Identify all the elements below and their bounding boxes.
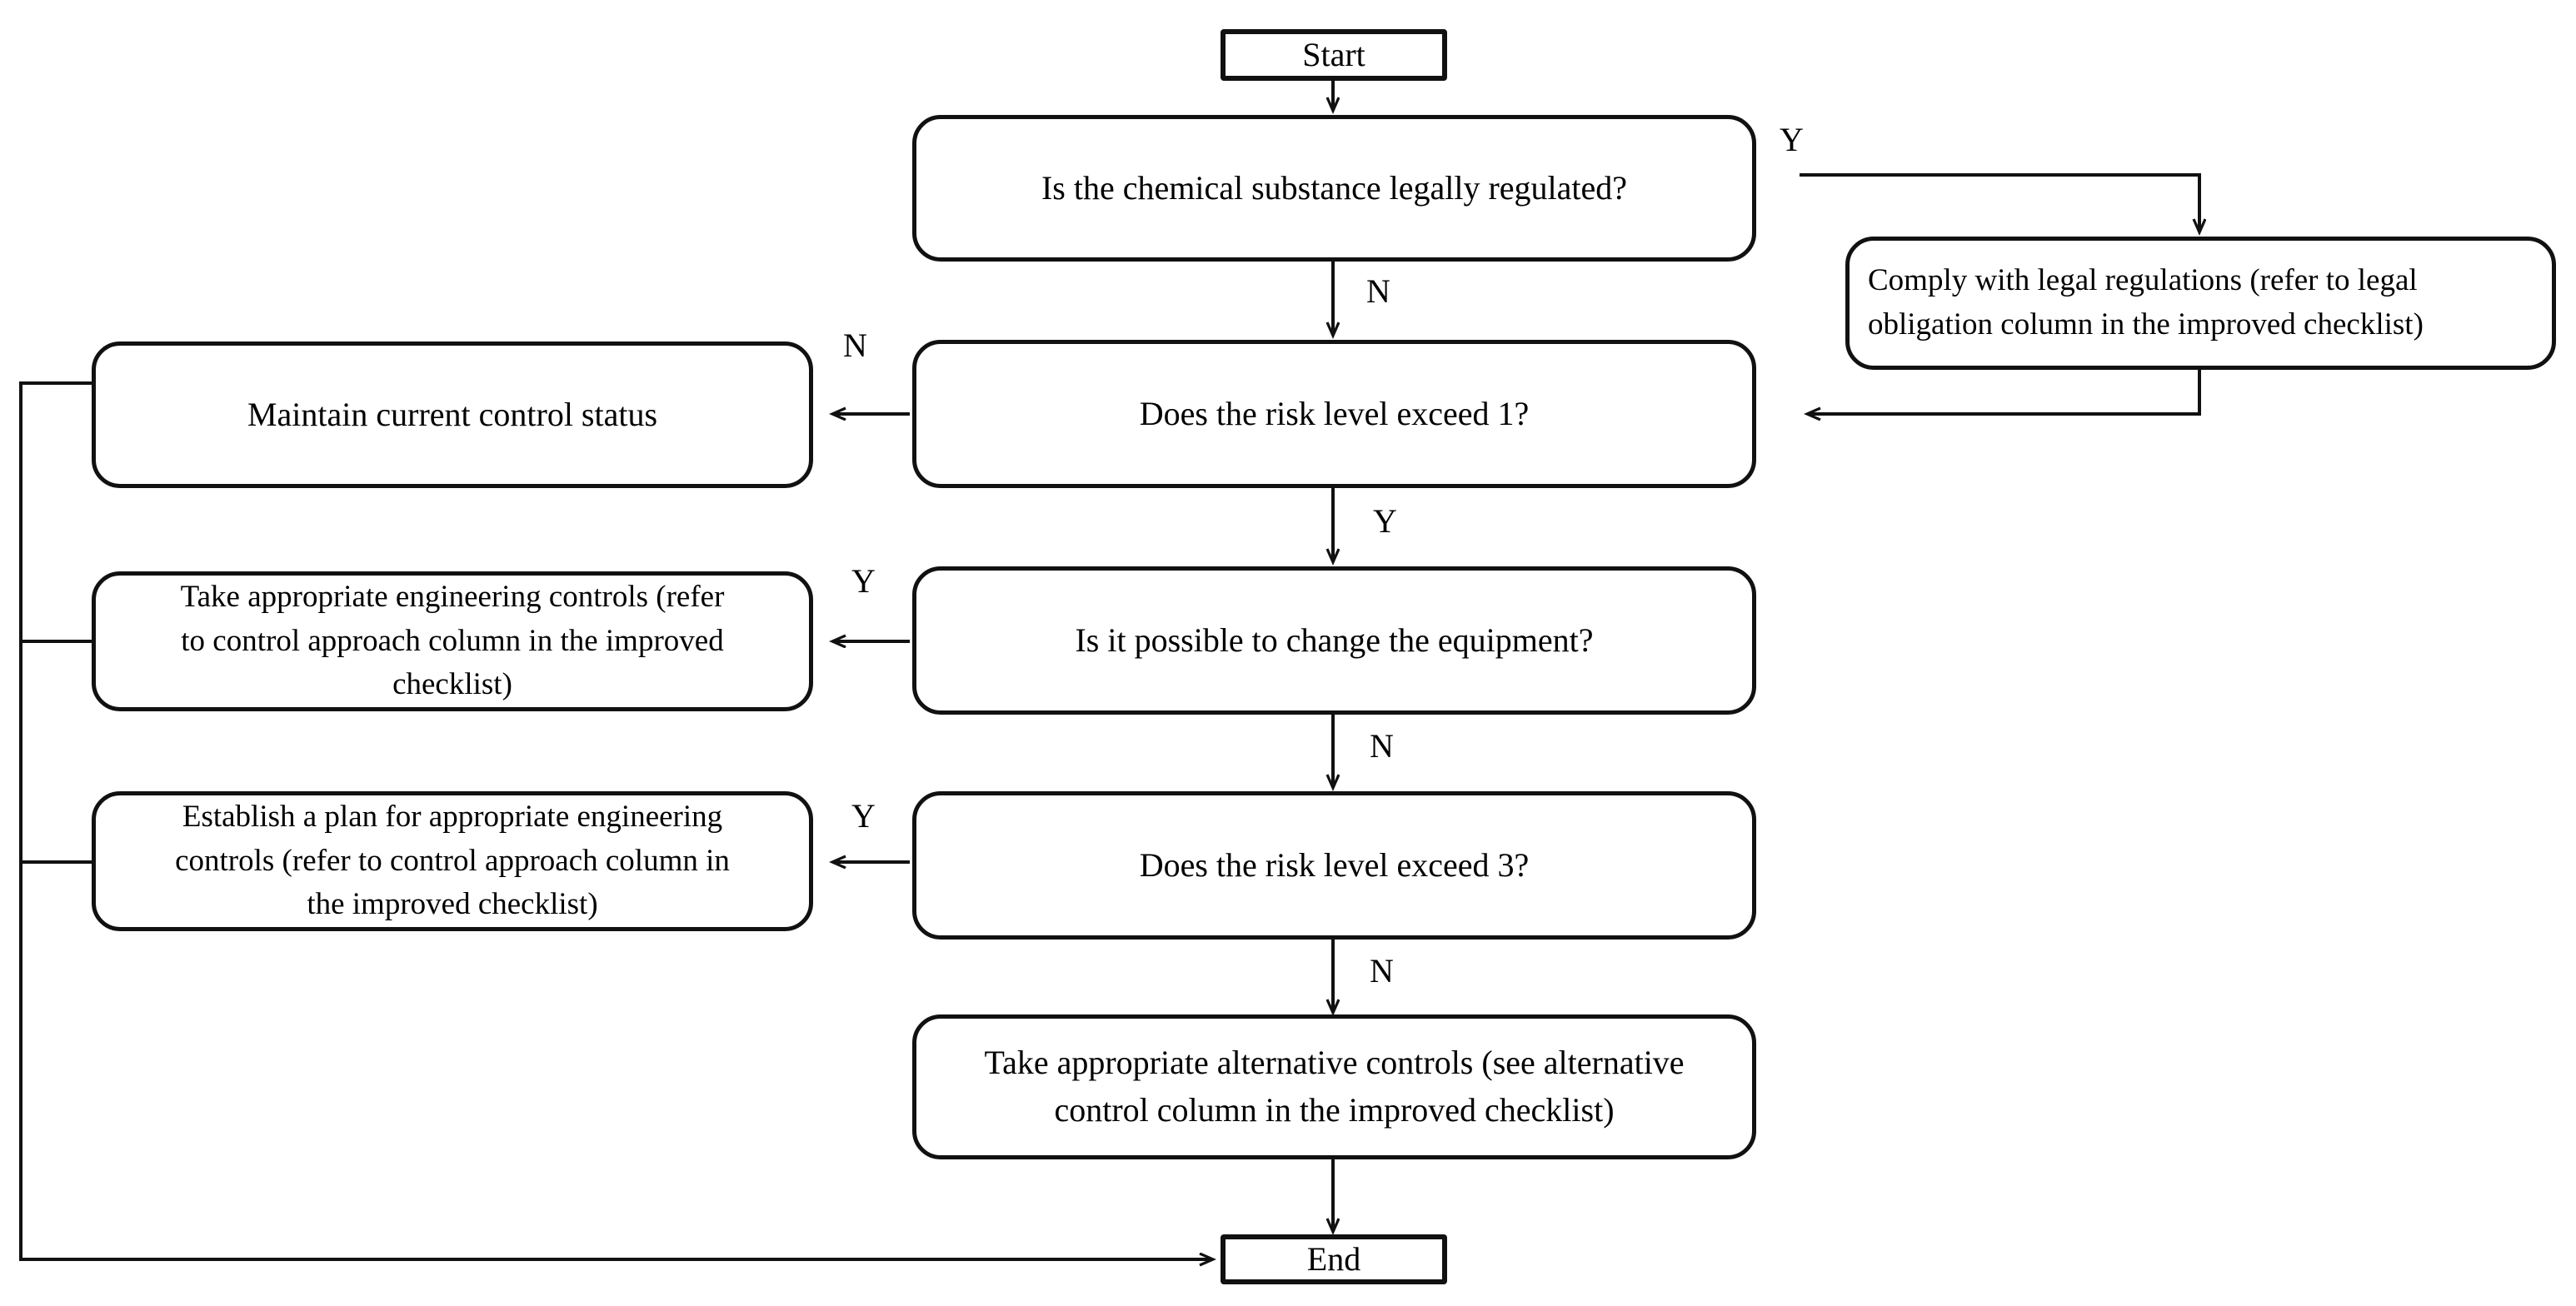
node-maintain-current-control-status-label: Maintain current control status bbox=[247, 395, 658, 433]
node-take-engineering-controls-label: Take appropriate engineering controls (r… bbox=[180, 580, 725, 702]
edge-label-equipment-yes: Y bbox=[851, 562, 876, 600]
node-take-alternative-controls-label: Take appropriate alternative controls (s… bbox=[984, 1044, 1685, 1129]
node-comply-legal-regulations[interactable]: Comply with legal regulations (refer to … bbox=[1845, 237, 2556, 370]
edge-comply-to-risk1 bbox=[1808, 369, 2201, 414]
node-comply-legal-regulations-label: Comply with legal regulations (refer to … bbox=[1868, 263, 2424, 341]
node-take-alternative-controls[interactable]: Take appropriate alternative controls (s… bbox=[912, 1014, 1756, 1159]
edge-label-risk3-no: N bbox=[1370, 952, 1394, 989]
node-end-label: End bbox=[1306, 1239, 1361, 1278]
node-establish-engineering-plan-label: Establish a plan for appropriate enginee… bbox=[175, 800, 730, 922]
edge-label-legal-no: N bbox=[1366, 272, 1390, 310]
node-maintain-current-control-status[interactable]: Maintain current control status bbox=[92, 341, 813, 488]
node-question-risk-exceed-1-label: Does the risk level exceed 1? bbox=[1139, 394, 1530, 432]
node-establish-engineering-plan[interactable]: Establish a plan for appropriate enginee… bbox=[92, 791, 813, 931]
node-question-change-equipment-label: Is it possible to change the equipment? bbox=[1075, 621, 1594, 659]
node-question-legally-regulated[interactable]: Is the chemical substance legally regula… bbox=[912, 115, 1756, 262]
edge-label-risk1-yes: Y bbox=[1373, 502, 1397, 540]
node-question-risk-exceed-3-label: Does the risk level exceed 3? bbox=[1139, 845, 1530, 884]
node-question-risk-exceed-3[interactable]: Does the risk level exceed 3? bbox=[912, 791, 1756, 940]
node-start[interactable]: Start bbox=[1221, 29, 1447, 81]
edge-legal-yes-to-comply bbox=[1800, 173, 2199, 232]
node-end[interactable]: End bbox=[1221, 1234, 1447, 1284]
node-question-change-equipment[interactable]: Is it possible to change the equipment? bbox=[912, 566, 1756, 715]
edge-label-risk3-yes: Y bbox=[851, 797, 876, 835]
edge-label-equipment-no: N bbox=[1370, 727, 1394, 765]
node-start-label: Start bbox=[1302, 35, 1365, 73]
node-take-engineering-controls[interactable]: Take appropriate engineering controls (r… bbox=[92, 571, 813, 711]
node-question-risk-exceed-1[interactable]: Does the risk level exceed 1? bbox=[912, 340, 1756, 488]
edge-label-legal-yes: Y bbox=[1780, 121, 1804, 158]
node-question-legally-regulated-label: Is the chemical substance legally regula… bbox=[1041, 168, 1628, 207]
edge-label-risk1-no: N bbox=[843, 326, 867, 364]
